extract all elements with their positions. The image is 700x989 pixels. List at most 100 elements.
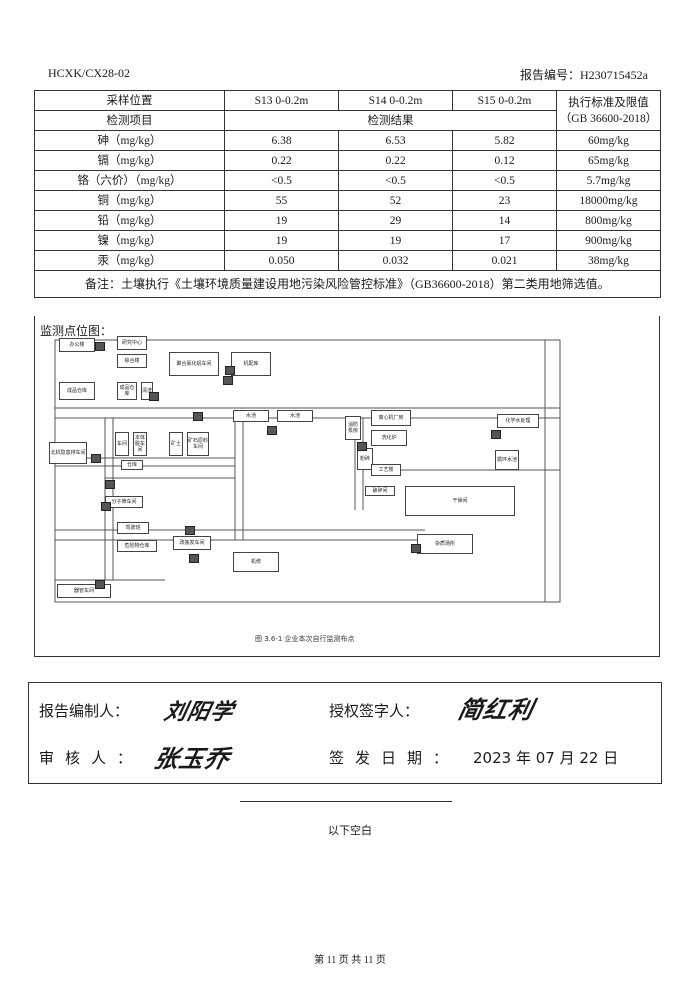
result-value: 0.050 bbox=[224, 250, 339, 271]
table-row: 铅（mg/kg） 19 29 14 800mg/kg bbox=[34, 210, 661, 231]
page-number: 第 11 页 共 11 页 bbox=[314, 955, 386, 966]
issue-date-value: 2023 年 07 月 22 日 bbox=[473, 749, 619, 767]
building: 驾驶班 bbox=[117, 522, 149, 534]
result-value: 55 bbox=[224, 190, 339, 211]
reviewer-signature: 张玉乔 bbox=[151, 744, 233, 773]
monitoring-point-marker bbox=[149, 392, 159, 401]
standard-header: 执行标准及限值 （GB 36600-2018） bbox=[556, 90, 661, 131]
table-row: 铬（六价）（mg/kg） <0.5 <0.5 <0.5 5.7mg/kg bbox=[34, 170, 661, 191]
result-value: <0.5 bbox=[224, 170, 339, 191]
building: 水池 bbox=[233, 410, 269, 422]
compiler-signature: 刘阳学 bbox=[161, 699, 237, 725]
building: 矿石原料车间 bbox=[187, 432, 209, 456]
item-name: 镍（mg/kg） bbox=[34, 230, 225, 251]
monitoring-point-marker bbox=[491, 430, 501, 439]
building: 北机隐患排车间 bbox=[49, 442, 87, 464]
document-code: HCXK/CX28-02 bbox=[48, 66, 131, 80]
table-row: 铜（mg/kg） 55 52 23 18000mg/kg bbox=[34, 190, 661, 211]
building: 仓库 bbox=[121, 460, 143, 470]
building: 危险物仓库 bbox=[117, 540, 157, 552]
building: 矿土 bbox=[169, 432, 183, 456]
result-value: 0.22 bbox=[338, 150, 453, 171]
limit-value: 65mg/kg bbox=[556, 150, 661, 171]
sampling-location-label: 采样位置 bbox=[34, 90, 225, 111]
building: 研究中心 bbox=[117, 336, 147, 350]
table-row: 镉（mg/kg） 0.22 0.22 0.12 65mg/kg bbox=[34, 150, 661, 171]
building: 工艺楼 bbox=[371, 464, 401, 476]
monitoring-point-marker bbox=[101, 502, 111, 511]
result-value: 19 bbox=[338, 230, 453, 251]
table-row: 镍（mg/kg） 19 19 17 900mg/kg bbox=[34, 230, 661, 251]
building: 成品仓库 bbox=[117, 382, 137, 400]
site-plan-roads bbox=[54, 339, 561, 603]
monitoring-point-marker bbox=[95, 342, 105, 351]
standard-reference: （GB 36600-2018） bbox=[559, 112, 658, 125]
result-value: 52 bbox=[338, 190, 453, 211]
item-name: 砷（mg/kg） bbox=[34, 130, 225, 151]
monitoring-point-marker bbox=[189, 554, 199, 563]
building: 车间 bbox=[115, 432, 129, 456]
building: 洗化炉 bbox=[371, 430, 407, 446]
result-value: <0.5 bbox=[452, 170, 557, 191]
item-name: 铅（mg/kg） bbox=[34, 210, 225, 231]
monitoring-map-section: 监测点位图： 办公楼 bbox=[34, 316, 660, 657]
limit-value: 5.7mg/kg bbox=[556, 170, 661, 191]
authorized-signature: 简红利 bbox=[455, 695, 537, 724]
building: 消防泵房 bbox=[345, 416, 361, 440]
building: 机修 bbox=[233, 552, 279, 572]
column-header: S13 0-0.2m bbox=[224, 90, 339, 111]
limit-value: 18000mg/kg bbox=[556, 190, 661, 211]
building: 离心机厂房 bbox=[371, 410, 411, 426]
result-value: 0.12 bbox=[452, 150, 557, 171]
monitoring-point-marker bbox=[185, 526, 195, 535]
result-value: 17 bbox=[452, 230, 557, 251]
result-value: 0.021 bbox=[452, 250, 557, 271]
results-label: 检测结果 bbox=[224, 110, 557, 131]
building: 成品仓库 bbox=[59, 382, 95, 400]
building: 办公楼 bbox=[59, 338, 95, 352]
item-name: 汞（mg/kg） bbox=[34, 250, 225, 271]
building: 本体脱车间 bbox=[133, 432, 147, 456]
signoff-box: 报告编制人： 刘阳学 授权签字人： 简红利 审核人： 张玉乔 签发日期： 202… bbox=[28, 682, 662, 784]
monitoring-point-marker bbox=[267, 426, 277, 435]
item-name: 铬（六价）（mg/kg） bbox=[34, 170, 225, 191]
table-row: 汞（mg/kg） 0.050 0.032 0.021 38mg/kg bbox=[34, 250, 661, 271]
monitoring-point-marker bbox=[91, 454, 101, 463]
monitoring-point-marker bbox=[225, 366, 235, 375]
building: 化学水处理 bbox=[497, 414, 539, 428]
table-row: 砷（mg/kg） 6.38 6.53 5.82 60mg/kg bbox=[34, 130, 661, 151]
monitoring-point-marker bbox=[411, 544, 421, 553]
monitoring-point-marker bbox=[223, 376, 233, 385]
authorized-signer-label: 授权签字人： bbox=[329, 702, 420, 720]
item-name: 铜（mg/kg） bbox=[34, 190, 225, 211]
column-header: S14 0-0.2m bbox=[338, 90, 453, 111]
monitoring-point-marker bbox=[105, 480, 115, 489]
limit-value: 60mg/kg bbox=[556, 130, 661, 151]
building: 杂质场所 bbox=[417, 534, 473, 554]
table-note: 备注：土壤执行《土壤环境质量建设用地污染风险管控标准》（GB36600-2018… bbox=[34, 270, 661, 298]
results-table: 采样位置 S13 0-0.2m S14 0-0.2m S15 0-0.2m 执行… bbox=[34, 90, 661, 298]
result-value: 23 bbox=[452, 190, 557, 211]
reviewer-label: 审核人： bbox=[39, 749, 144, 767]
building: 机配库 bbox=[231, 352, 271, 376]
divider-line bbox=[240, 801, 452, 802]
result-value: 6.53 bbox=[338, 130, 453, 151]
limit-value: 800mg/kg bbox=[556, 210, 661, 231]
result-value: <0.5 bbox=[338, 170, 453, 191]
building: 破碎间 bbox=[365, 486, 395, 496]
result-value: 5.82 bbox=[452, 130, 557, 151]
report-number: 报告编号：H230715452a bbox=[520, 68, 648, 82]
limit-value: 38mg/kg bbox=[556, 250, 661, 271]
building: 循环水池 bbox=[495, 450, 519, 470]
detection-item-label: 检测项目 bbox=[34, 110, 225, 131]
note-row: 备注：土壤执行《土壤环境质量建设用地污染风险管控标准》（GB36600-2018… bbox=[34, 270, 661, 298]
building: 综合楼 bbox=[117, 354, 147, 368]
compiler-label: 报告编制人： bbox=[39, 702, 130, 720]
end-blank-note: 以下空白 bbox=[328, 824, 372, 837]
issue-date-label: 签发日期： bbox=[329, 749, 460, 767]
map-caption: 图 3.6-1 企业本次自行监测布点 bbox=[255, 635, 355, 643]
table-header-row: 采样位置 S13 0-0.2m S14 0-0.2m S15 0-0.2m 执行… bbox=[34, 90, 661, 131]
building: 干燥间 bbox=[405, 486, 515, 516]
building: 水池 bbox=[277, 410, 313, 422]
result-value: 29 bbox=[338, 210, 453, 231]
